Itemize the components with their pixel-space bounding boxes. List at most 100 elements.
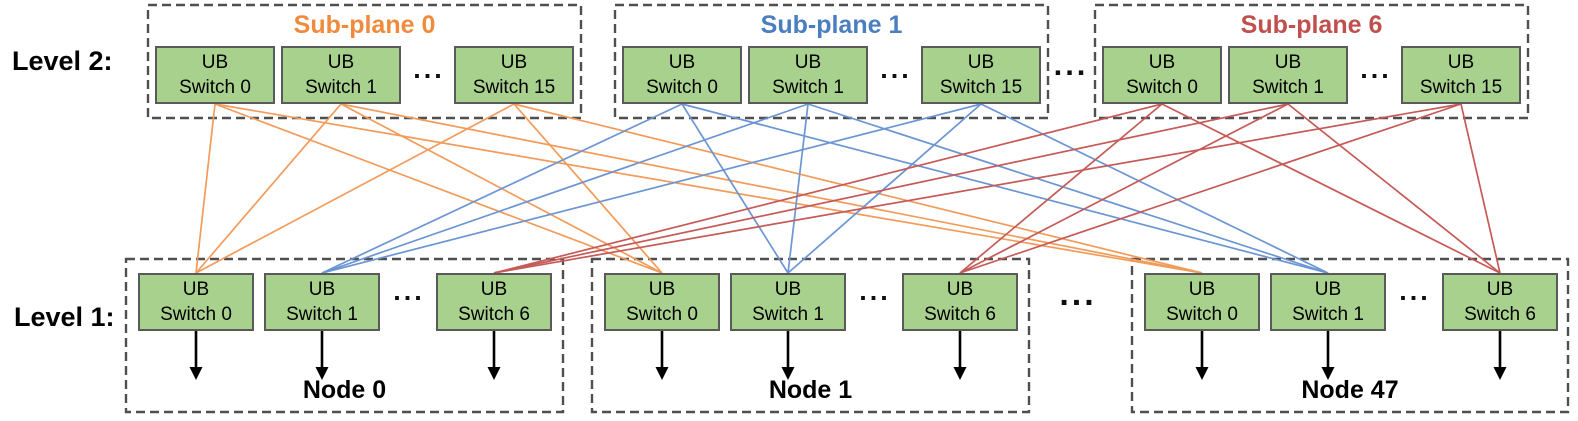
- connection-line: [214, 103, 663, 274]
- connection-line: [959, 103, 1163, 274]
- switch-label-line: Switch 15: [939, 77, 1023, 98]
- switch-label-line: UB: [327, 52, 355, 73]
- switch-label-line: Switch 0: [1166, 304, 1238, 325]
- switch-label-line: UB: [1486, 279, 1514, 300]
- connection-line: [195, 103, 515, 274]
- switch-label-line: UB: [1148, 52, 1176, 73]
- subplane-1-switch-0: UB Switch 0: [622, 46, 742, 104]
- connection-line: [1287, 103, 1501, 274]
- switch-label-line: Switch 15: [472, 77, 556, 98]
- switch-label-line: UB: [201, 52, 229, 73]
- node-0-label: Node 0: [302, 376, 387, 404]
- switch-label-line: Switch 1: [286, 304, 358, 325]
- switch-label-line: Switch 1: [752, 304, 824, 325]
- subplane-2-switch-0: UB Switch 0: [1102, 46, 1222, 104]
- node-1-label: Node 1: [768, 376, 853, 404]
- node-0-switch-1: UB Switch 1: [264, 273, 380, 331]
- downlink-arrow-head-icon: [315, 367, 329, 380]
- switch-label-line: UB: [1274, 52, 1302, 73]
- node-0-hidden-switches-ellipsis: ...: [393, 276, 425, 306]
- node-2-container-box: [1130, 257, 1570, 414]
- node-2-switch-0: UB Switch 0: [1144, 273, 1260, 331]
- node-2-switch-1: UB Switch 1: [1270, 273, 1386, 331]
- downlink-arrow-head-icon: [953, 367, 967, 380]
- node-1-switch-1: UB Switch 1: [730, 273, 846, 331]
- node-2-label: Node 47: [1301, 376, 1399, 404]
- switch-label-line: Switch 6: [1464, 304, 1536, 325]
- node-0-switch-2: UB Switch 6: [436, 273, 552, 331]
- node-1-container-box: [590, 257, 1031, 414]
- node-0-container-box: [124, 257, 565, 414]
- subplane-2-title: Sub-plane 6: [1240, 11, 1383, 39]
- downlink-arrow-head-icon: [1493, 367, 1507, 380]
- connection-line: [340, 103, 1203, 274]
- connection-line: [1161, 103, 1501, 274]
- hidden-subplanes-ellipsis: ...: [1053, 47, 1089, 82]
- subplane-2-switch-2: UB Switch 15: [1401, 46, 1521, 104]
- switch-label-line: Switch 1: [1292, 304, 1364, 325]
- switch-label-line: Switch 15: [1419, 77, 1503, 98]
- connection-line: [787, 103, 982, 274]
- subplane-1-hidden-switches-ellipsis: ...: [880, 54, 912, 84]
- switch-label-line: UB: [182, 279, 210, 300]
- node-2-switch-2: UB Switch 6: [1442, 273, 1558, 331]
- subplane-0-container-box: [146, 3, 583, 120]
- downlink-arrow-head-icon: [781, 367, 795, 380]
- switch-label-line: UB: [500, 52, 528, 73]
- switch-label-line: Switch 0: [179, 77, 251, 98]
- switch-label-line: UB: [946, 279, 974, 300]
- switch-label-line: Switch 1: [772, 77, 844, 98]
- connection-line: [681, 103, 789, 274]
- switch-label-line: Switch 0: [626, 304, 698, 325]
- connection-line: [493, 103, 1289, 274]
- subplane-0-switch-0: UB Switch 0: [155, 46, 275, 104]
- switch-label-line: UB: [1447, 52, 1475, 73]
- connection-line: [493, 103, 1462, 274]
- switch-label-line: UB: [480, 279, 508, 300]
- downlink-arrow-head-icon: [1195, 367, 1209, 380]
- connection-line: [321, 103, 982, 274]
- switch-label-line: Switch 0: [1126, 77, 1198, 98]
- connection-line: [980, 103, 1329, 274]
- connection-line: [1460, 103, 1501, 274]
- subplane-2-container-box: [1093, 3, 1530, 120]
- downlink-arrow-head-icon: [655, 367, 669, 380]
- switch-label-line: Switch 6: [458, 304, 530, 325]
- connection-line: [493, 103, 1163, 274]
- switch-label-line: UB: [967, 52, 995, 73]
- hidden-nodes-ellipsis: ...: [1059, 275, 1097, 313]
- connection-line: [195, 103, 342, 274]
- switch-label-line: UB: [1314, 279, 1342, 300]
- connection-line: [513, 103, 1203, 274]
- downlink-arrow-head-icon: [487, 367, 501, 380]
- subplane-2-hidden-switches-ellipsis: ...: [1360, 54, 1392, 84]
- connection-line: [787, 103, 809, 274]
- subplane-2-switch-1: UB Switch 1: [1228, 46, 1348, 104]
- switch-label-line: UB: [774, 279, 802, 300]
- subplane-1-container-box: [613, 3, 1050, 120]
- level-2-label: Level 2:: [12, 46, 113, 76]
- connection-line: [681, 103, 1329, 274]
- switch-label-line: UB: [668, 52, 696, 73]
- downlink-arrow-head-icon: [1321, 367, 1335, 380]
- node-1-hidden-switches-ellipsis: ...: [859, 276, 891, 306]
- connection-line: [195, 103, 216, 274]
- switch-label-line: Switch 1: [1252, 77, 1324, 98]
- subplane-0-switch-2: UB Switch 15: [454, 46, 574, 104]
- switch-label-line: Switch 0: [646, 77, 718, 98]
- subplane-0-title: Sub-plane 0: [293, 11, 436, 39]
- node-2-hidden-switches-ellipsis: ...: [1399, 276, 1431, 306]
- switch-label-line: Switch 6: [924, 304, 996, 325]
- connection-line: [959, 103, 1462, 274]
- switch-label-line: UB: [308, 279, 336, 300]
- node-1-switch-2: UB Switch 6: [902, 273, 1018, 331]
- connection-line: [321, 103, 809, 274]
- switch-label-line: UB: [1188, 279, 1216, 300]
- connection-line: [807, 103, 1329, 274]
